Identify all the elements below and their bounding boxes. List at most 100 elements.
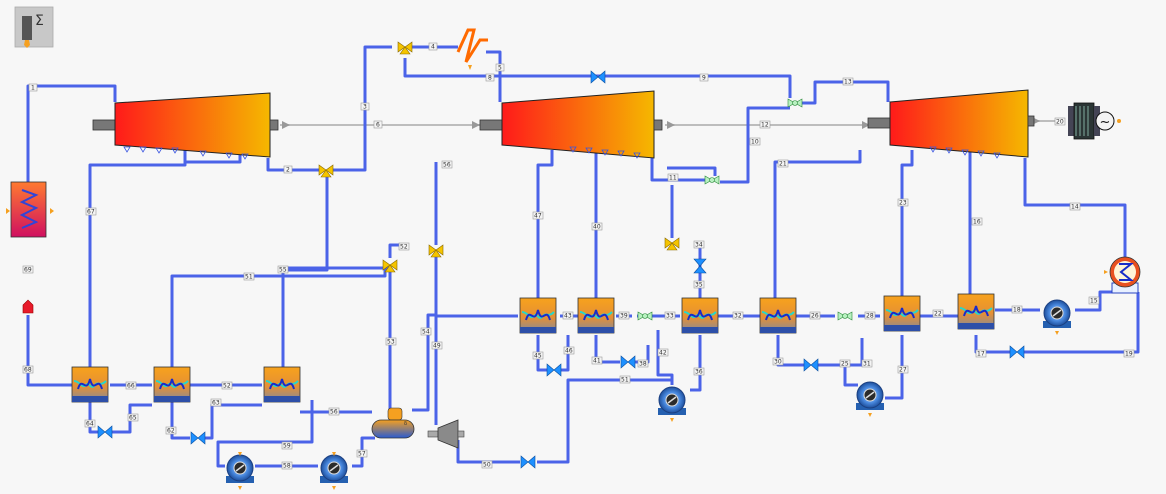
stream-label: 20 <box>1054 117 1066 126</box>
stream-label: 33 <box>664 311 676 320</box>
valve-icon[interactable] <box>693 258 707 274</box>
stream-label: 1 <box>28 83 38 92</box>
splitter-icon[interactable] <box>428 244 444 258</box>
stream-label-text: 54 <box>422 329 430 336</box>
stream-label: 30 <box>772 357 784 366</box>
stream-label-text: 22 <box>934 311 942 318</box>
stream-label: 50 <box>481 460 493 469</box>
stream-label-text: 31 <box>863 361 871 368</box>
stream-label-text: 36 <box>695 369 703 376</box>
stream-label-text: 6 <box>376 122 380 129</box>
splitter-icon[interactable] <box>397 41 413 55</box>
pump-icon[interactable] <box>226 452 254 490</box>
stream-label-text: 51 <box>245 274 253 281</box>
stream-label: 52 <box>221 381 233 390</box>
mixer-icon[interactable] <box>837 311 853 321</box>
valve-icon[interactable] <box>546 363 562 377</box>
stream-label-text: 56 <box>330 409 338 416</box>
stream-label: 18 <box>1011 305 1023 314</box>
stream-label-text: 23 <box>899 200 907 207</box>
splitter-icon[interactable] <box>318 164 334 178</box>
heat-exchanger-icon[interactable] <box>759 297 797 334</box>
stream-label: 49 <box>431 341 443 350</box>
stream-label-text: 2 <box>286 167 290 174</box>
stream-label: 28 <box>864 311 876 320</box>
steam-turbine-aux-icon[interactable] <box>427 419 465 449</box>
heat-exchanger-icon[interactable] <box>153 366 191 403</box>
stream-label-text: 5 <box>498 65 502 72</box>
stream-label: 11 <box>667 173 679 182</box>
stream-label: 27 <box>897 365 909 374</box>
pump-icon[interactable] <box>856 381 884 417</box>
heat-exchanger-icon[interactable] <box>957 293 995 330</box>
stream-label-text: 9 <box>702 75 706 82</box>
stream-label: 26 <box>809 311 821 320</box>
stream-label-text: 26 <box>811 313 819 320</box>
source-icon[interactable] <box>22 299 34 314</box>
valve-icon[interactable] <box>97 425 113 439</box>
mixer-icon[interactable] <box>637 311 653 321</box>
stream-label-text: 55 <box>279 267 287 274</box>
modelica-system-icon[interactable]: Σ <box>14 6 54 48</box>
stream-label: 63 <box>210 398 222 407</box>
stream-label: 4 <box>428 42 438 51</box>
stream-label: 54 <box>420 327 432 336</box>
valve-icon[interactable] <box>803 358 819 372</box>
stream-label-text: 28 <box>866 313 874 320</box>
stream-label-text: 59 <box>283 443 291 450</box>
reheater-icon[interactable] <box>456 28 488 70</box>
stream-label-text: 46 <box>565 348 573 355</box>
stream-label-text: 57 <box>358 451 366 458</box>
stream-label: 9 <box>699 73 709 82</box>
splitter-icon[interactable] <box>382 259 398 273</box>
stream-label-text: 56 <box>443 162 451 169</box>
hp-turbine[interactable] <box>92 92 279 160</box>
boiler-icon[interactable] <box>6 181 54 238</box>
stream-label-text: 11 <box>669 175 677 182</box>
valve-icon[interactable] <box>1009 345 1025 359</box>
stream-label-text: 41 <box>593 358 601 365</box>
stream-label-text: 52 <box>223 383 231 390</box>
valve-icon[interactable] <box>520 455 536 469</box>
stream-label: 13 <box>842 77 854 86</box>
stream-label: 35 <box>693 280 705 289</box>
stream-label-text: 15 <box>1090 298 1098 305</box>
heat-exchanger-icon[interactable] <box>263 366 301 403</box>
heat-exchanger-icon[interactable] <box>71 366 109 403</box>
pump-icon[interactable] <box>1043 299 1071 335</box>
pumps <box>226 299 1071 490</box>
ip-turbine[interactable] <box>479 90 663 159</box>
stream-label: 15 <box>1088 296 1100 305</box>
valve-icon[interactable] <box>190 431 206 445</box>
heat-exchanger-icon[interactable] <box>577 297 615 334</box>
stream-label-text: 13 <box>844 79 852 86</box>
stream-label: 21 <box>777 159 789 168</box>
splitter-icon[interactable] <box>664 237 680 251</box>
mixer-icon[interactable] <box>704 175 720 185</box>
stream-label-text: 27 <box>899 367 907 374</box>
stream-label: 66 <box>125 381 137 390</box>
deaerator-icon[interactable]: δ <box>371 407 415 439</box>
condenser-icon[interactable] <box>1104 256 1141 294</box>
stream-label-text: 42 <box>659 350 667 357</box>
lp-turbine[interactable] <box>867 89 1035 159</box>
stream-label: 10 <box>749 137 761 146</box>
valve-icon[interactable] <box>620 355 636 369</box>
mixer-icon[interactable] <box>787 98 803 108</box>
stream-label-text: 50 <box>483 462 491 469</box>
stream-label: 36 <box>693 367 705 376</box>
valve-icon[interactable] <box>590 70 606 84</box>
generator-icon[interactable]: ~ <box>1068 102 1121 140</box>
pump-icon[interactable] <box>658 386 686 422</box>
stream-label-text: 62 <box>167 428 175 435</box>
heat-exchanger-icon[interactable] <box>519 297 557 334</box>
heat-exchanger-icon[interactable] <box>883 295 921 332</box>
pump-icon[interactable] <box>320 452 348 490</box>
heat-exchanger-icon[interactable] <box>681 297 719 334</box>
stream-label-text: 63 <box>212 400 220 407</box>
stream-label: 23 <box>897 198 909 207</box>
stream-label: 16 <box>971 217 983 226</box>
stream-label: 40 <box>591 222 603 231</box>
stream-label: 25 <box>839 359 851 368</box>
stream-label-text: 4 <box>431 44 435 51</box>
